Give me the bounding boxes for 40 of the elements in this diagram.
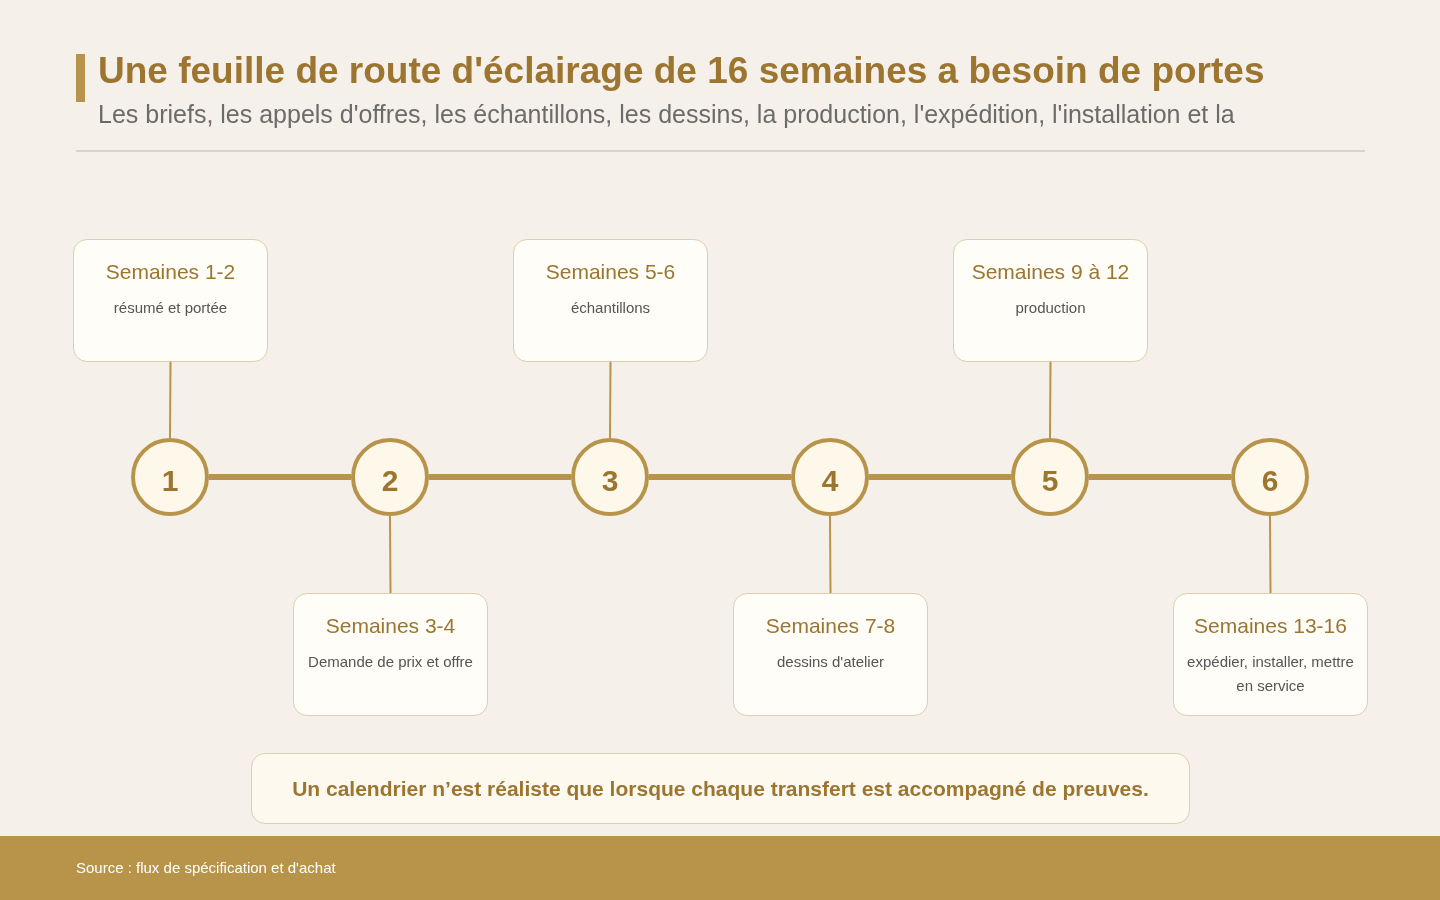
- timeline-line: [209, 474, 351, 480]
- step-card: [293, 593, 488, 716]
- note-text: Un calendrier n’est réaliste que lorsque chaque transfert est accompagné de preuves.: [292, 775, 1149, 802]
- step-description: expédier, installer, mettre en service: [1186, 652, 1355, 696]
- connector-line: [609, 361, 612, 439]
- step-card: [513, 239, 708, 362]
- connector-line: [389, 515, 392, 594]
- step-heading: Semaines 1-2: [105, 260, 236, 284]
- step-description: échantillons: [570, 298, 651, 318]
- timeline-line: [869, 474, 1011, 480]
- subtitle: Les briefs, les appels d'offres, les échantillons, les dessins, la production, l'expédition, l'installation et la: [98, 100, 1235, 129]
- step-heading: Semaines 3-4: [325, 614, 456, 638]
- timeline-line: [1089, 474, 1231, 480]
- step-description: résumé et portée: [113, 298, 228, 318]
- step-card: [733, 593, 928, 716]
- step-card: [1173, 593, 1368, 716]
- step-description: production: [1015, 298, 1086, 318]
- timeline-line: [649, 474, 791, 480]
- source-note: Source : flux de spécification et d'achat: [76, 859, 336, 876]
- connector-line: [169, 361, 172, 439]
- step-heading: Semaines 13-16: [1194, 614, 1347, 638]
- step-description: Demande de prix et offre: [308, 652, 473, 672]
- step-card: [73, 239, 268, 362]
- step-heading: Semaines 9 à 12: [971, 260, 1130, 284]
- step-heading: Semaines 5-6: [545, 260, 676, 284]
- step-number-circle: 3: [571, 438, 649, 516]
- step-number-circle: 1: [131, 438, 209, 516]
- connector-line: [829, 515, 832, 594]
- timeline-line: [429, 474, 571, 480]
- step-number-circle: 5: [1011, 438, 1089, 516]
- title: Une feuille de route d'éclairage de 16 semaines a besoin de portes: [98, 50, 1265, 92]
- connector-line: [1049, 361, 1052, 439]
- note-card: [251, 753, 1190, 824]
- step-description: dessins d'atelier: [776, 652, 885, 672]
- step-number-circle: 4: [791, 438, 869, 516]
- step-number-circle: 2: [351, 438, 429, 516]
- step-card: [953, 239, 1148, 362]
- step-number-circle: 6: [1231, 438, 1309, 516]
- connector-line: [1269, 515, 1272, 594]
- step-heading: Semaines 7-8: [765, 614, 896, 638]
